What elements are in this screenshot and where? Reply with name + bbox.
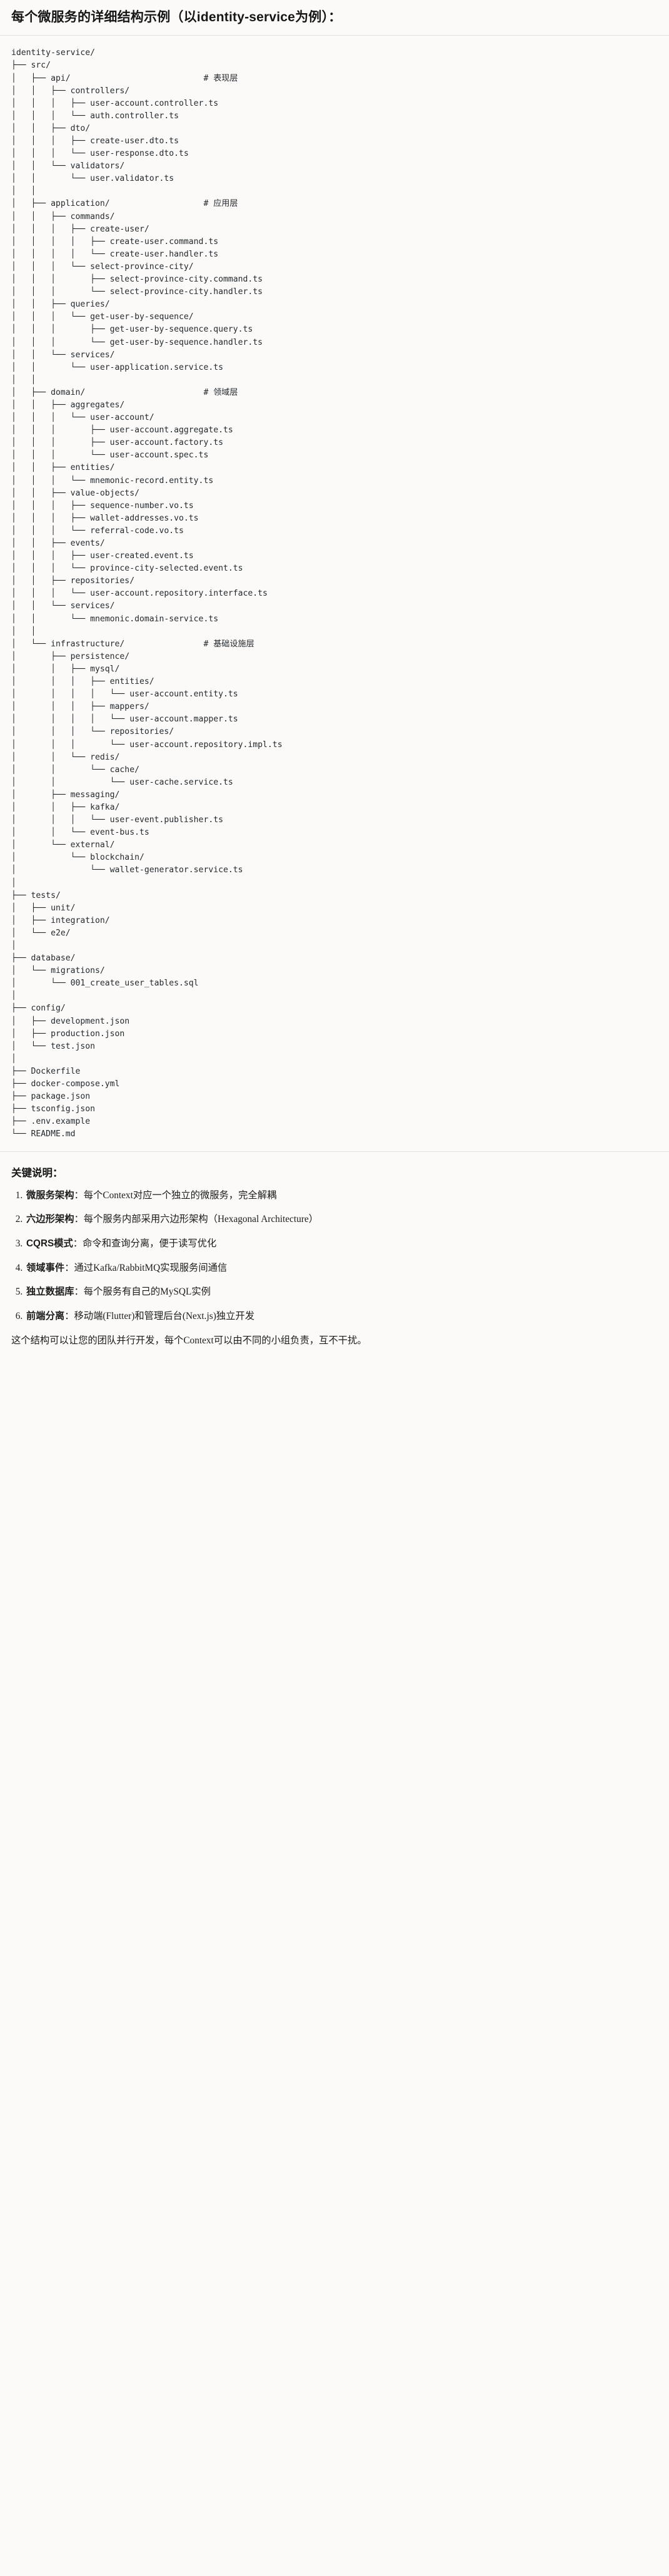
- key-notes-section: 关键说明： 微服务架构：每个Context对应一个独立的微服务，完全解耦 六边形…: [0, 1152, 669, 1367]
- list-item: 前端分离：移动端(Flutter)和管理后台(Next.js)独立开发: [25, 1309, 658, 1324]
- note-term: CQRS模式: [26, 1238, 73, 1249]
- note-term: 领域事件: [26, 1262, 65, 1273]
- note-body: ：每个服务内部采用六边形架构（Hexagonal Architecture）: [74, 1214, 318, 1225]
- closing-paragraph: 这个结构可以让您的团队并行开发，每个Context可以由不同的小组负责，互不干扰…: [11, 1335, 367, 1346]
- list-item: 六边形架构：每个服务内部采用六边形架构（Hexagonal Architectu…: [25, 1212, 658, 1227]
- list-item: 领域事件：通过Kafka/RabbitMQ实现服务间通信: [25, 1261, 658, 1276]
- document-page: 每个微服务的详细结构示例（以identity-service为例）： ident…: [0, 0, 669, 1366]
- note-body: ：通过Kafka/RabbitMQ实现服务间通信: [64, 1262, 228, 1273]
- note-body: ：每个Context对应一个独立的微服务，完全解耦: [74, 1189, 277, 1201]
- list-item: 微服务架构：每个Context对应一个独立的微服务，完全解耦: [25, 1188, 658, 1203]
- note-term: 六边形架构: [26, 1214, 74, 1225]
- note-term: 独立数据库: [26, 1286, 74, 1298]
- list-item: 独立数据库：每个服务有自己的MySQL实例: [25, 1285, 658, 1300]
- note-term: 前端分离: [26, 1311, 65, 1322]
- note-term: 微服务架构: [26, 1189, 74, 1201]
- note-body: ：移动端(Flutter)和管理后台(Next.js)独立开发: [64, 1311, 254, 1322]
- key-notes-list: 微服务架构：每个Context对应一个独立的微服务，完全解耦 六边形架构：每个服…: [11, 1188, 658, 1324]
- note-body: ：命令和查询分离，便于读写优化: [73, 1238, 217, 1249]
- directory-tree-block: identity-service/ ├── src/ │ ├── api/ # …: [0, 36, 669, 1151]
- divider-bottom: [0, 1151, 669, 1152]
- list-item: CQRS模式：命令和查询分离，便于读写优化: [25, 1236, 658, 1251]
- note-body: ：每个服务有自己的MySQL实例: [74, 1286, 211, 1298]
- directory-tree: identity-service/ ├── src/ │ ├── api/ # …: [11, 48, 283, 1139]
- key-notes-title: 关键说明：: [11, 1167, 63, 1179]
- page-title: 每个微服务的详细结构示例（以identity-service为例）：: [11, 10, 342, 24]
- divider-top: [0, 35, 669, 36]
